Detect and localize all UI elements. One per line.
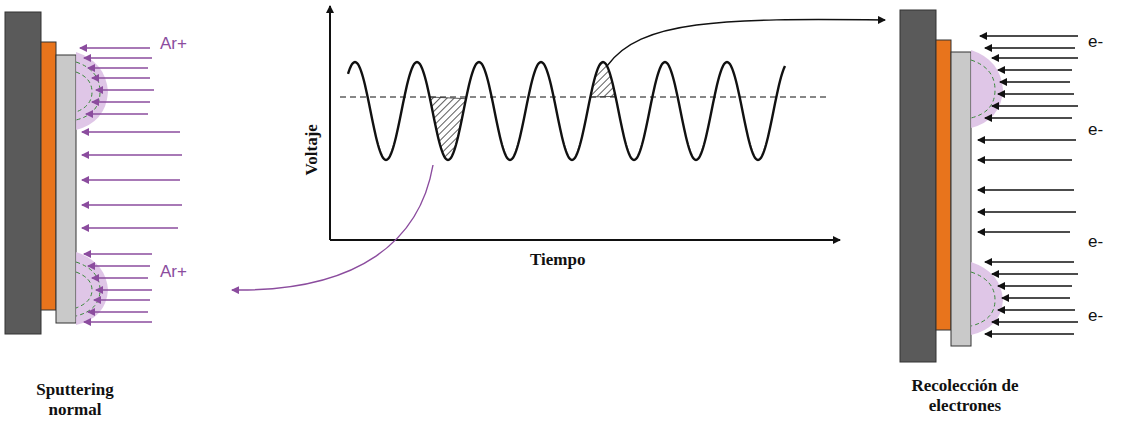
particle-arrow (998, 69, 1072, 71)
electron-label: e- (1088, 306, 1103, 326)
figure-caption: Recolección de electrones (885, 376, 1045, 415)
particle-arrow (92, 77, 150, 79)
axis-label: Voltaje (302, 124, 322, 175)
particle-arrow (88, 311, 148, 313)
particle-arrow (92, 101, 150, 103)
particle-arrow (92, 277, 148, 279)
particle-arrow (985, 117, 1072, 119)
particle-arrow (96, 289, 152, 291)
target-left (5, 12, 108, 334)
particle-arrow (978, 139, 1076, 141)
particle-arrow (82, 204, 182, 206)
particle-arrow (80, 47, 150, 49)
particle-arrow (1000, 81, 1070, 83)
particle-arrow (82, 131, 180, 133)
particle-arrow (84, 253, 152, 255)
particle-arrow (998, 93, 1074, 95)
electron-label: e- (1088, 232, 1103, 252)
particle-arrow (84, 321, 152, 323)
particle-arrow (985, 47, 1075, 49)
particle-arrow (978, 231, 1070, 233)
particle-arrow (86, 113, 148, 115)
particle-arrow (992, 105, 1078, 107)
target-right (900, 10, 1003, 362)
electron-label: e- (1088, 32, 1103, 52)
electron-label: e- (1088, 120, 1103, 140)
particle-arrows (80, 36, 1078, 334)
particle-arrow (82, 154, 182, 156)
particle-arrow (992, 273, 1078, 275)
particle-arrow (978, 211, 1076, 213)
particle-arrow (998, 285, 1072, 287)
particle-arrow (998, 309, 1075, 311)
particle-arrow (82, 227, 178, 229)
particle-arrow (96, 89, 154, 91)
particle-arrow (88, 265, 150, 267)
ion-label: Ar+ (160, 34, 187, 54)
particle-arrow (88, 67, 148, 69)
particle-arrow (84, 57, 152, 59)
particle-arrow (992, 321, 1078, 323)
particle-arrow (980, 35, 1078, 37)
particle-arrow (985, 333, 1074, 335)
particle-arrow (1002, 297, 1070, 299)
particle-arrow (82, 179, 180, 181)
particle-arrow (992, 57, 1078, 59)
particle-arrow (94, 299, 150, 301)
ion-label: Ar+ (160, 262, 187, 282)
particle-arrow (978, 159, 1072, 161)
voltage-chart (232, 6, 885, 290)
particle-arrow (985, 261, 1074, 263)
figure-caption: Sputtering normal (20, 380, 130, 419)
axis-label: Tiempo (530, 250, 585, 270)
particle-arrow (978, 189, 1074, 191)
